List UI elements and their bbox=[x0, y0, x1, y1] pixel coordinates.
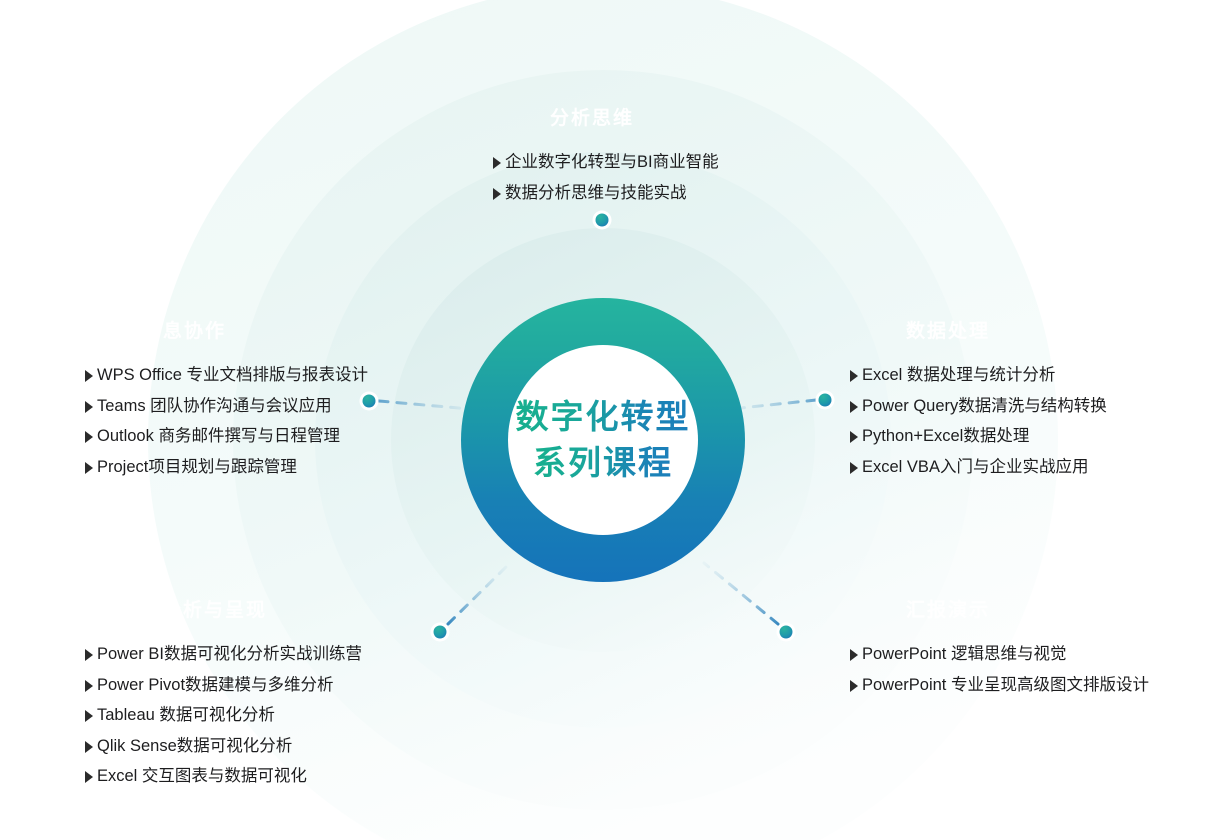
category-analysis: 分析思维 企业数字化转型与BI商业智能 数据分析思维与技能实战 bbox=[493, 101, 719, 201]
category-items-report: PowerPoint 逻辑思维与视觉 PowerPoint 专业呈现高级图文排版… bbox=[850, 646, 1149, 693]
connector-node-analysis bbox=[592, 210, 612, 230]
list-item-label: Excel 交互图表与数据可视化 bbox=[97, 767, 307, 785]
list-item-label: Tableau 数据可视化分析 bbox=[97, 706, 275, 724]
list-item-label: WPS Office 专业文档排版与报表设计 bbox=[97, 366, 369, 384]
list-item[interactable]: Project项目规划与跟踪管理 bbox=[85, 457, 368, 476]
list-item[interactable]: Power Pivot数据建模与多维分析 bbox=[85, 675, 362, 694]
category-data: 数据处理 Excel 数据处理与统计分析 Power Query数据清洗与结构转… bbox=[850, 314, 1107, 475]
list-item-label: Project项目规划与跟踪管理 bbox=[97, 457, 297, 476]
category-items-data: Excel 数据处理与统计分析 Power Query数据清洗与结构转换 Pyt… bbox=[850, 367, 1107, 475]
list-item[interactable]: Excel 交互图表与数据可视化 bbox=[85, 768, 362, 785]
list-item[interactable]: Excel 数据处理与统计分析 bbox=[850, 367, 1107, 384]
list-item-label: Power BI数据可视化分析实战训练营 bbox=[97, 645, 362, 663]
category-info: 信息协作 WPS Office 专业文档排版与报表设计 Teams 团队协作沟通… bbox=[85, 314, 368, 475]
triangle-right-icon bbox=[85, 679, 93, 692]
triangle-right-icon bbox=[493, 187, 501, 200]
list-item[interactable]: PowerPoint 专业呈现高级图文排版设计 bbox=[850, 675, 1149, 694]
triangle-right-icon bbox=[85, 461, 93, 474]
triangle-right-icon bbox=[85, 740, 93, 753]
list-item[interactable]: Excel VBA入门与企业实战应用 bbox=[850, 457, 1107, 476]
list-item[interactable]: Qlik Sense数据可视化分析 bbox=[85, 736, 362, 755]
category-title-info[interactable]: 信息协作 bbox=[141, 321, 226, 342]
triangle-right-icon bbox=[85, 771, 93, 783]
center-title-line2: 系列课程 bbox=[533, 444, 673, 481]
list-item[interactable]: Outlook 商务邮件撰写与日程管理 bbox=[85, 428, 368, 445]
list-item[interactable]: 企业数字化转型与BI商业智能 bbox=[493, 154, 719, 171]
category-title-data[interactable]: 数据处理 bbox=[905, 321, 990, 342]
center-title-group: 数字化转型 系列课程 bbox=[461, 298, 745, 582]
triangle-right-icon bbox=[85, 431, 93, 443]
category-items-info: WPS Office 专业文档排版与报表设计 Teams 团队协作沟通与会议应用… bbox=[85, 367, 368, 475]
list-item-label: Outlook 商务邮件撰写与日程管理 bbox=[97, 427, 340, 445]
list-item-label: 企业数字化转型与BI商业智能 bbox=[505, 153, 719, 171]
triangle-right-icon bbox=[85, 370, 93, 382]
triangle-right-icon bbox=[493, 157, 501, 169]
triangle-right-icon bbox=[85, 710, 93, 722]
triangle-right-icon bbox=[850, 649, 858, 661]
list-item-label: Python+Excel数据处理 bbox=[862, 427, 1030, 445]
list-item-label: 数据分析思维与技能实战 bbox=[505, 183, 687, 202]
connector-line-info bbox=[377, 399, 472, 411]
connector-node-visual bbox=[430, 622, 450, 642]
triangle-right-icon bbox=[850, 431, 858, 443]
triangle-right-icon bbox=[850, 461, 858, 474]
category-items-visual: Power BI数据可视化分析实战训练营 Power Pivot数据建模与多维分… bbox=[85, 646, 362, 785]
category-report: 汇报演示 PowerPoint 逻辑思维与视觉 PowerPoint 专业呈现高… bbox=[850, 593, 1149, 693]
category-title-report[interactable]: 汇报演示 bbox=[905, 600, 990, 621]
list-item[interactable]: Power Query数据清洗与结构转换 bbox=[850, 396, 1107, 415]
list-item[interactable]: WPS Office 专业文档排版与报表设计 bbox=[85, 367, 368, 384]
list-item[interactable]: Tableau 数据可视化分析 bbox=[85, 707, 362, 724]
list-item-label: PowerPoint 专业呈现高级图文排版设计 bbox=[862, 675, 1149, 694]
list-item-label: Excel VBA入门与企业实战应用 bbox=[862, 457, 1089, 476]
category-title-analysis[interactable]: 分析思维 bbox=[549, 108, 634, 129]
center-hub: 数字化转型 系列课程 bbox=[461, 298, 745, 582]
list-item-label: Teams 团队协作沟通与会议应用 bbox=[97, 396, 332, 415]
center-title-line1: 数字化转型 bbox=[515, 397, 691, 435]
list-item[interactable]: Power BI数据可视化分析实战训练营 bbox=[85, 646, 362, 663]
list-item[interactable]: PowerPoint 逻辑思维与视觉 bbox=[850, 646, 1149, 663]
triangle-right-icon bbox=[850, 679, 858, 692]
list-item[interactable]: Python+Excel数据处理 bbox=[850, 428, 1107, 445]
triangle-right-icon bbox=[85, 649, 93, 661]
center-hole bbox=[508, 345, 698, 535]
list-item-label: Power Pivot数据建模与多维分析 bbox=[97, 675, 334, 694]
list-item-label: Excel 数据处理与统计分析 bbox=[862, 366, 1056, 384]
triangle-right-icon bbox=[850, 400, 858, 413]
category-visual: 可视化分析与呈现 Power BI数据可视化分析实战训练营 Power Pivo… bbox=[85, 593, 362, 785]
connector-node-data bbox=[815, 390, 835, 410]
list-item[interactable]: 数据分析思维与技能实战 bbox=[493, 183, 719, 202]
list-item-label: Qlik Sense数据可视化分析 bbox=[97, 736, 293, 755]
category-items-analysis: 企业数字化转型与BI商业智能 数据分析思维与技能实战 bbox=[493, 154, 719, 201]
category-title-visual[interactable]: 可视化分析与呈现 bbox=[98, 600, 267, 621]
list-item-label: PowerPoint 逻辑思维与视觉 bbox=[862, 645, 1067, 663]
triangle-right-icon bbox=[85, 400, 93, 413]
connector-node-report bbox=[776, 622, 796, 642]
list-item[interactable]: Teams 团队协作沟通与会议应用 bbox=[85, 396, 368, 415]
triangle-right-icon bbox=[850, 370, 858, 382]
list-item-label: Power Query数据清洗与结构转换 bbox=[862, 396, 1107, 415]
